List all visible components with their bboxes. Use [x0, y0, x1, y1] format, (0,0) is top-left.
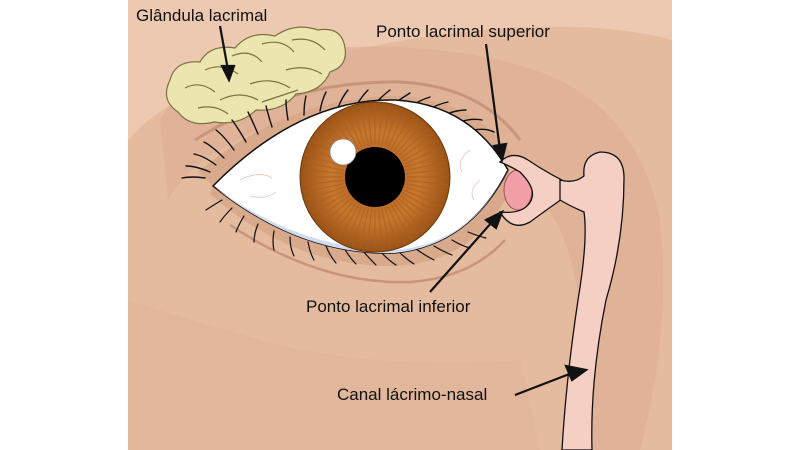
- iris-fiber: [395, 200, 425, 232]
- iris-fiber: [366, 104, 373, 146]
- iris-fiber: [331, 202, 357, 237]
- iris-fiber: [403, 146, 442, 165]
- iris-fiber: [390, 204, 413, 241]
- iris-fiber: [387, 110, 406, 149]
- label-superior-punctum: Ponto lacrimal superior: [376, 22, 550, 41]
- iris-fiber: [406, 168, 448, 175]
- iris-fiber: [403, 189, 442, 208]
- label-lacrimal-gland: Glândula lacrimal: [136, 6, 268, 25]
- sclera-veins: [239, 149, 481, 201]
- iris-fiber: [381, 208, 391, 249]
- iris-fiber: [384, 107, 399, 147]
- iris-fiber: [406, 179, 448, 186]
- iris-fiber: [311, 192, 348, 215]
- pupil: [345, 147, 405, 207]
- upper-eyelid: [198, 95, 515, 186]
- iris-fiber: [305, 153, 345, 168]
- iris-fiber: [384, 207, 399, 247]
- iris-texture: [302, 104, 448, 250]
- iris-fiber: [359, 208, 369, 249]
- iris-fiber: [305, 186, 345, 201]
- arrow-inferior-punctum: [429, 221, 493, 293]
- iris-fiber: [308, 189, 347, 208]
- orbit-shadow: [160, 46, 664, 450]
- iris-fiber: [315, 195, 350, 221]
- iris-fiber: [406, 183, 447, 193]
- iris-fiber: [405, 186, 445, 201]
- iris-fiber: [303, 161, 344, 171]
- iris-fiber: [395, 122, 425, 154]
- iris-fiber: [303, 183, 344, 193]
- iris-fiber: [398, 127, 430, 157]
- pointer-arrows: [218, 25, 589, 397]
- iris-fiber: [377, 104, 384, 146]
- label-inferior-punctum: Ponto lacrimal inferior: [306, 297, 471, 316]
- iris-fiber: [337, 204, 360, 241]
- arrow-superior-punctum: [484, 43, 502, 151]
- iris-fiber: [393, 202, 419, 237]
- iris-fiber: [400, 195, 435, 221]
- lacrimal-gland: [165, 26, 347, 125]
- lower-eyelashes: [205, 199, 487, 266]
- iris-fiber: [351, 107, 366, 147]
- iris-fiber: [393, 117, 419, 152]
- iris-fiber: [405, 153, 445, 168]
- iris-fiber: [390, 113, 413, 150]
- lower-lid-crease: [229, 223, 506, 284]
- iris-fiber: [351, 207, 366, 247]
- iris-fiber: [402, 192, 439, 215]
- cheek-shadow: [128, 300, 540, 450]
- lacrimal-canaliculi: [498, 154, 580, 226]
- arrow-lacrimal-gland: [218, 25, 230, 71]
- iris-fiber: [406, 161, 447, 171]
- iris-fiber: [366, 208, 373, 250]
- iris-fiber: [302, 179, 344, 186]
- label-nasolacrimal-duct: Canal lácrimo-nasal: [337, 385, 488, 404]
- iris-fiber: [337, 113, 360, 150]
- iris-fiber: [302, 168, 344, 175]
- iris-fiber: [344, 205, 363, 244]
- iris-fiber: [402, 139, 439, 162]
- iris-fiber: [320, 197, 352, 227]
- iris-fiber: [377, 208, 384, 250]
- iris-fiber: [398, 197, 430, 227]
- iris-fiber: [387, 205, 406, 244]
- iris-fiber: [344, 110, 363, 149]
- iris-fiber: [400, 133, 435, 159]
- iris-fiber: [325, 200, 355, 232]
- light-reflection: [329, 138, 357, 166]
- iris-fiber: [359, 105, 369, 146]
- iris-fiber: [381, 105, 391, 146]
- arrow-nasolacrimal-duct: [514, 371, 573, 397]
